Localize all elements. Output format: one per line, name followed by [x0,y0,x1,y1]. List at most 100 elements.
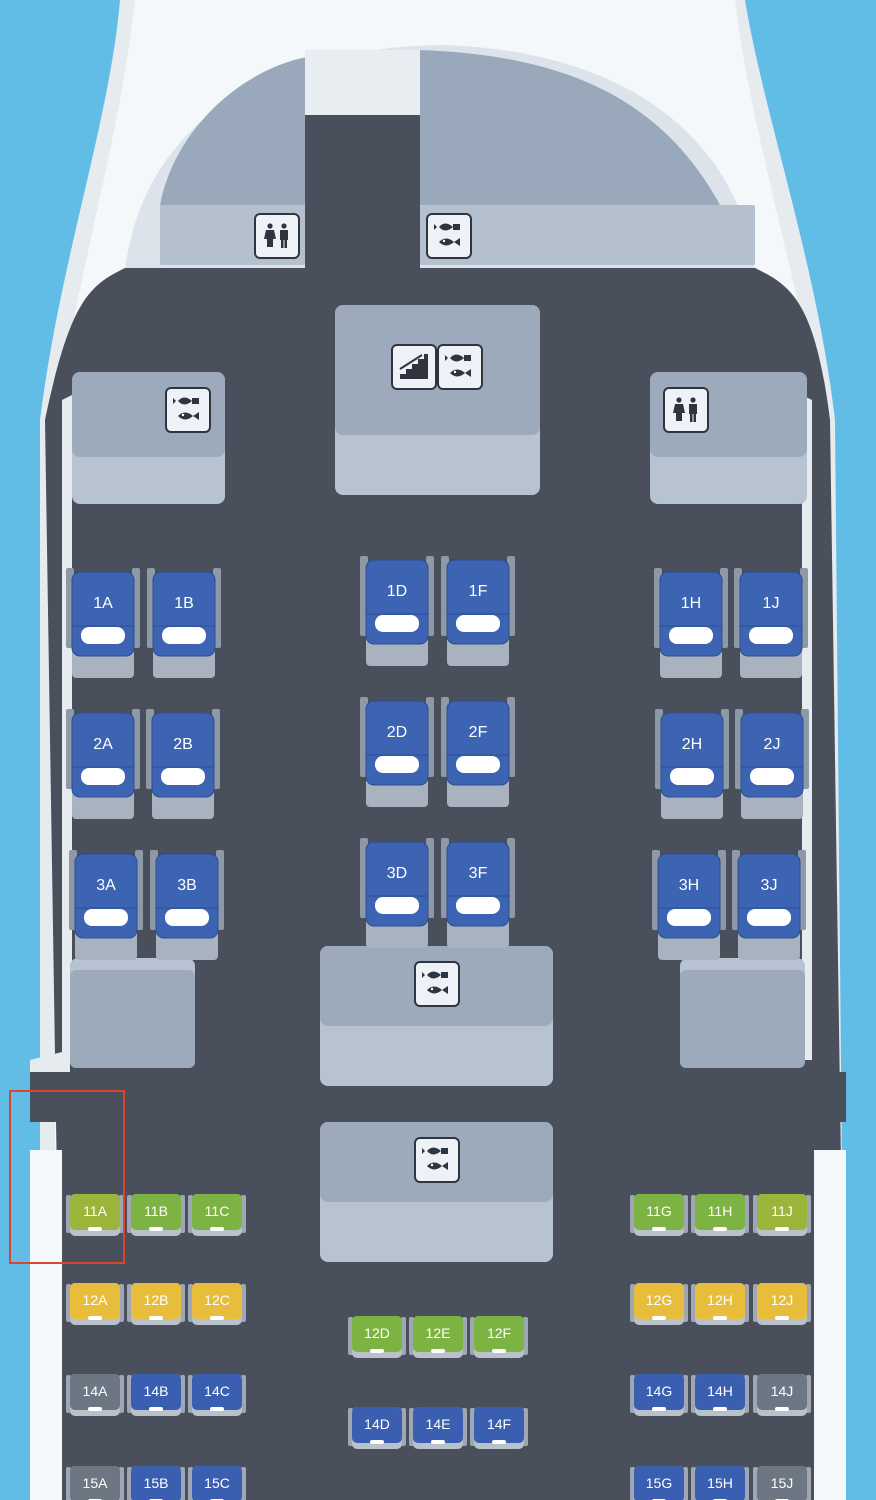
seat-11G[interactable]: 11G [630,1194,688,1236]
seat-15A[interactable]: 15A [66,1466,124,1500]
seat-14B[interactable]: 14B [127,1374,185,1416]
seat-14F[interactable]: 14F [470,1407,528,1449]
seat-12H[interactable]: 12H [691,1283,749,1325]
seat-label: 14D [364,1416,390,1432]
seat-label: 15J [771,1475,794,1491]
seat-12A[interactable]: 12A [66,1283,124,1325]
seat-1F[interactable]: 1F [441,556,515,666]
seat-2J[interactable]: 2J [735,709,809,819]
seat-label: 12J [771,1292,794,1308]
seat-1H[interactable]: 1H [654,568,728,678]
seat-label: 12B [144,1292,169,1308]
seat-12D[interactable]: 12D [348,1316,406,1358]
lavatory-icon [254,213,300,259]
seat-15B[interactable]: 15B [127,1466,185,1500]
seat-14A[interactable]: 14A [66,1374,124,1416]
seat-14C[interactable]: 14C [188,1374,246,1416]
seat-1A[interactable]: 1A [66,568,140,678]
seat-14H[interactable]: 14H [691,1374,749,1416]
seat-3J[interactable]: 3J [732,850,806,960]
seat-2A[interactable]: 2A [66,709,140,819]
seat-label: 2A [93,736,113,753]
seat-14J[interactable]: 14J [753,1374,811,1416]
seat-12F[interactable]: 12F [470,1316,528,1358]
seat-label: 12A [83,1292,109,1308]
seat-15G[interactable]: 15G [630,1466,688,1500]
seat-3D[interactable]: 3D [360,838,434,948]
lavatory-icon [663,387,709,433]
seat-label: 3A [96,877,116,894]
seat-3B[interactable]: 3B [150,850,224,960]
seat-3H[interactable]: 3H [652,850,726,960]
seat-label: 12D [364,1325,390,1341]
seat-label: 11J [771,1203,793,1219]
seat-15C[interactable]: 15C [188,1466,246,1500]
seat-1B[interactable]: 1B [147,568,221,678]
seat-14D[interactable]: 14D [348,1407,406,1449]
seat-label: 2F [469,724,488,741]
seat-label: 11B [144,1203,168,1219]
seat-label: 12F [487,1325,511,1341]
galley-icon [437,344,483,390]
seat-label: 1D [387,583,407,600]
seat-12B[interactable]: 12B [127,1283,185,1325]
seat-3F[interactable]: 3F [441,838,515,948]
seat-label: 12E [426,1325,451,1341]
seat-label: 15B [144,1475,169,1491]
seat-14G[interactable]: 14G [630,1374,688,1416]
seat-label: 11G [646,1203,671,1219]
seat-label: 15G [646,1475,672,1491]
seat-2B[interactable]: 2B [146,709,220,819]
seat-15H[interactable]: 15H [691,1466,749,1500]
seat-label: 14E [426,1416,451,1432]
seat-label: 14C [204,1383,230,1399]
seat-12C[interactable]: 12C [188,1283,246,1325]
seat-11B[interactable]: 11B [127,1194,185,1236]
seat-label: 3J [761,877,778,894]
galley-icon [414,1137,460,1183]
galley-icon [165,387,211,433]
seat-label: 12G [646,1292,672,1308]
seat-label: 11A [83,1203,108,1219]
seat-label: 1F [469,583,488,600]
seat-12G[interactable]: 12G [630,1283,688,1325]
seat-label: 14B [144,1383,169,1399]
seat-15J[interactable]: 15J [753,1466,811,1500]
seat-12E[interactable]: 12E [409,1316,467,1358]
seat-label: 14G [646,1383,672,1399]
seat-label: 3B [177,877,197,894]
seat-label: 15H [707,1475,733,1491]
seat-11C[interactable]: 11C [188,1194,246,1236]
seat-11J[interactable]: 11J [753,1194,811,1236]
seat-11A[interactable]: 11A [66,1194,124,1236]
seat-12J[interactable]: 12J [753,1283,811,1325]
seat-3A[interactable]: 3A [69,850,143,960]
seat-1D[interactable]: 1D [360,556,434,666]
seat-label: 3D [387,865,407,882]
cabin-floor [45,115,846,1500]
seat-1J[interactable]: 1J [734,568,808,678]
seat-label: 11H [708,1203,733,1219]
galley-icon [426,213,472,259]
seat-label: 2D [387,724,407,741]
seat-label: 14J [771,1383,794,1399]
stairs-icon [391,344,437,390]
seat-2F[interactable]: 2F [441,697,515,807]
seat-2D[interactable]: 2D [360,697,434,807]
seat-14E[interactable]: 14E [409,1407,467,1449]
seat-label: 15C [204,1475,230,1491]
seat-label: 14F [487,1416,511,1432]
seat-label: 1A [93,595,113,612]
seat-2H[interactable]: 2H [655,709,729,819]
seat-label: 12C [204,1292,230,1308]
seat-label: 1H [681,595,701,612]
seat-11H[interactable]: 11H [691,1194,749,1236]
seat-label: 12H [707,1292,733,1308]
seat-label: 14A [83,1383,109,1399]
seat-label: 2J [764,736,781,753]
seat-label: 11C [205,1203,230,1219]
seat-label: 3H [679,877,699,894]
seat-label: 2H [682,736,702,753]
seat-label: 14H [707,1383,733,1399]
